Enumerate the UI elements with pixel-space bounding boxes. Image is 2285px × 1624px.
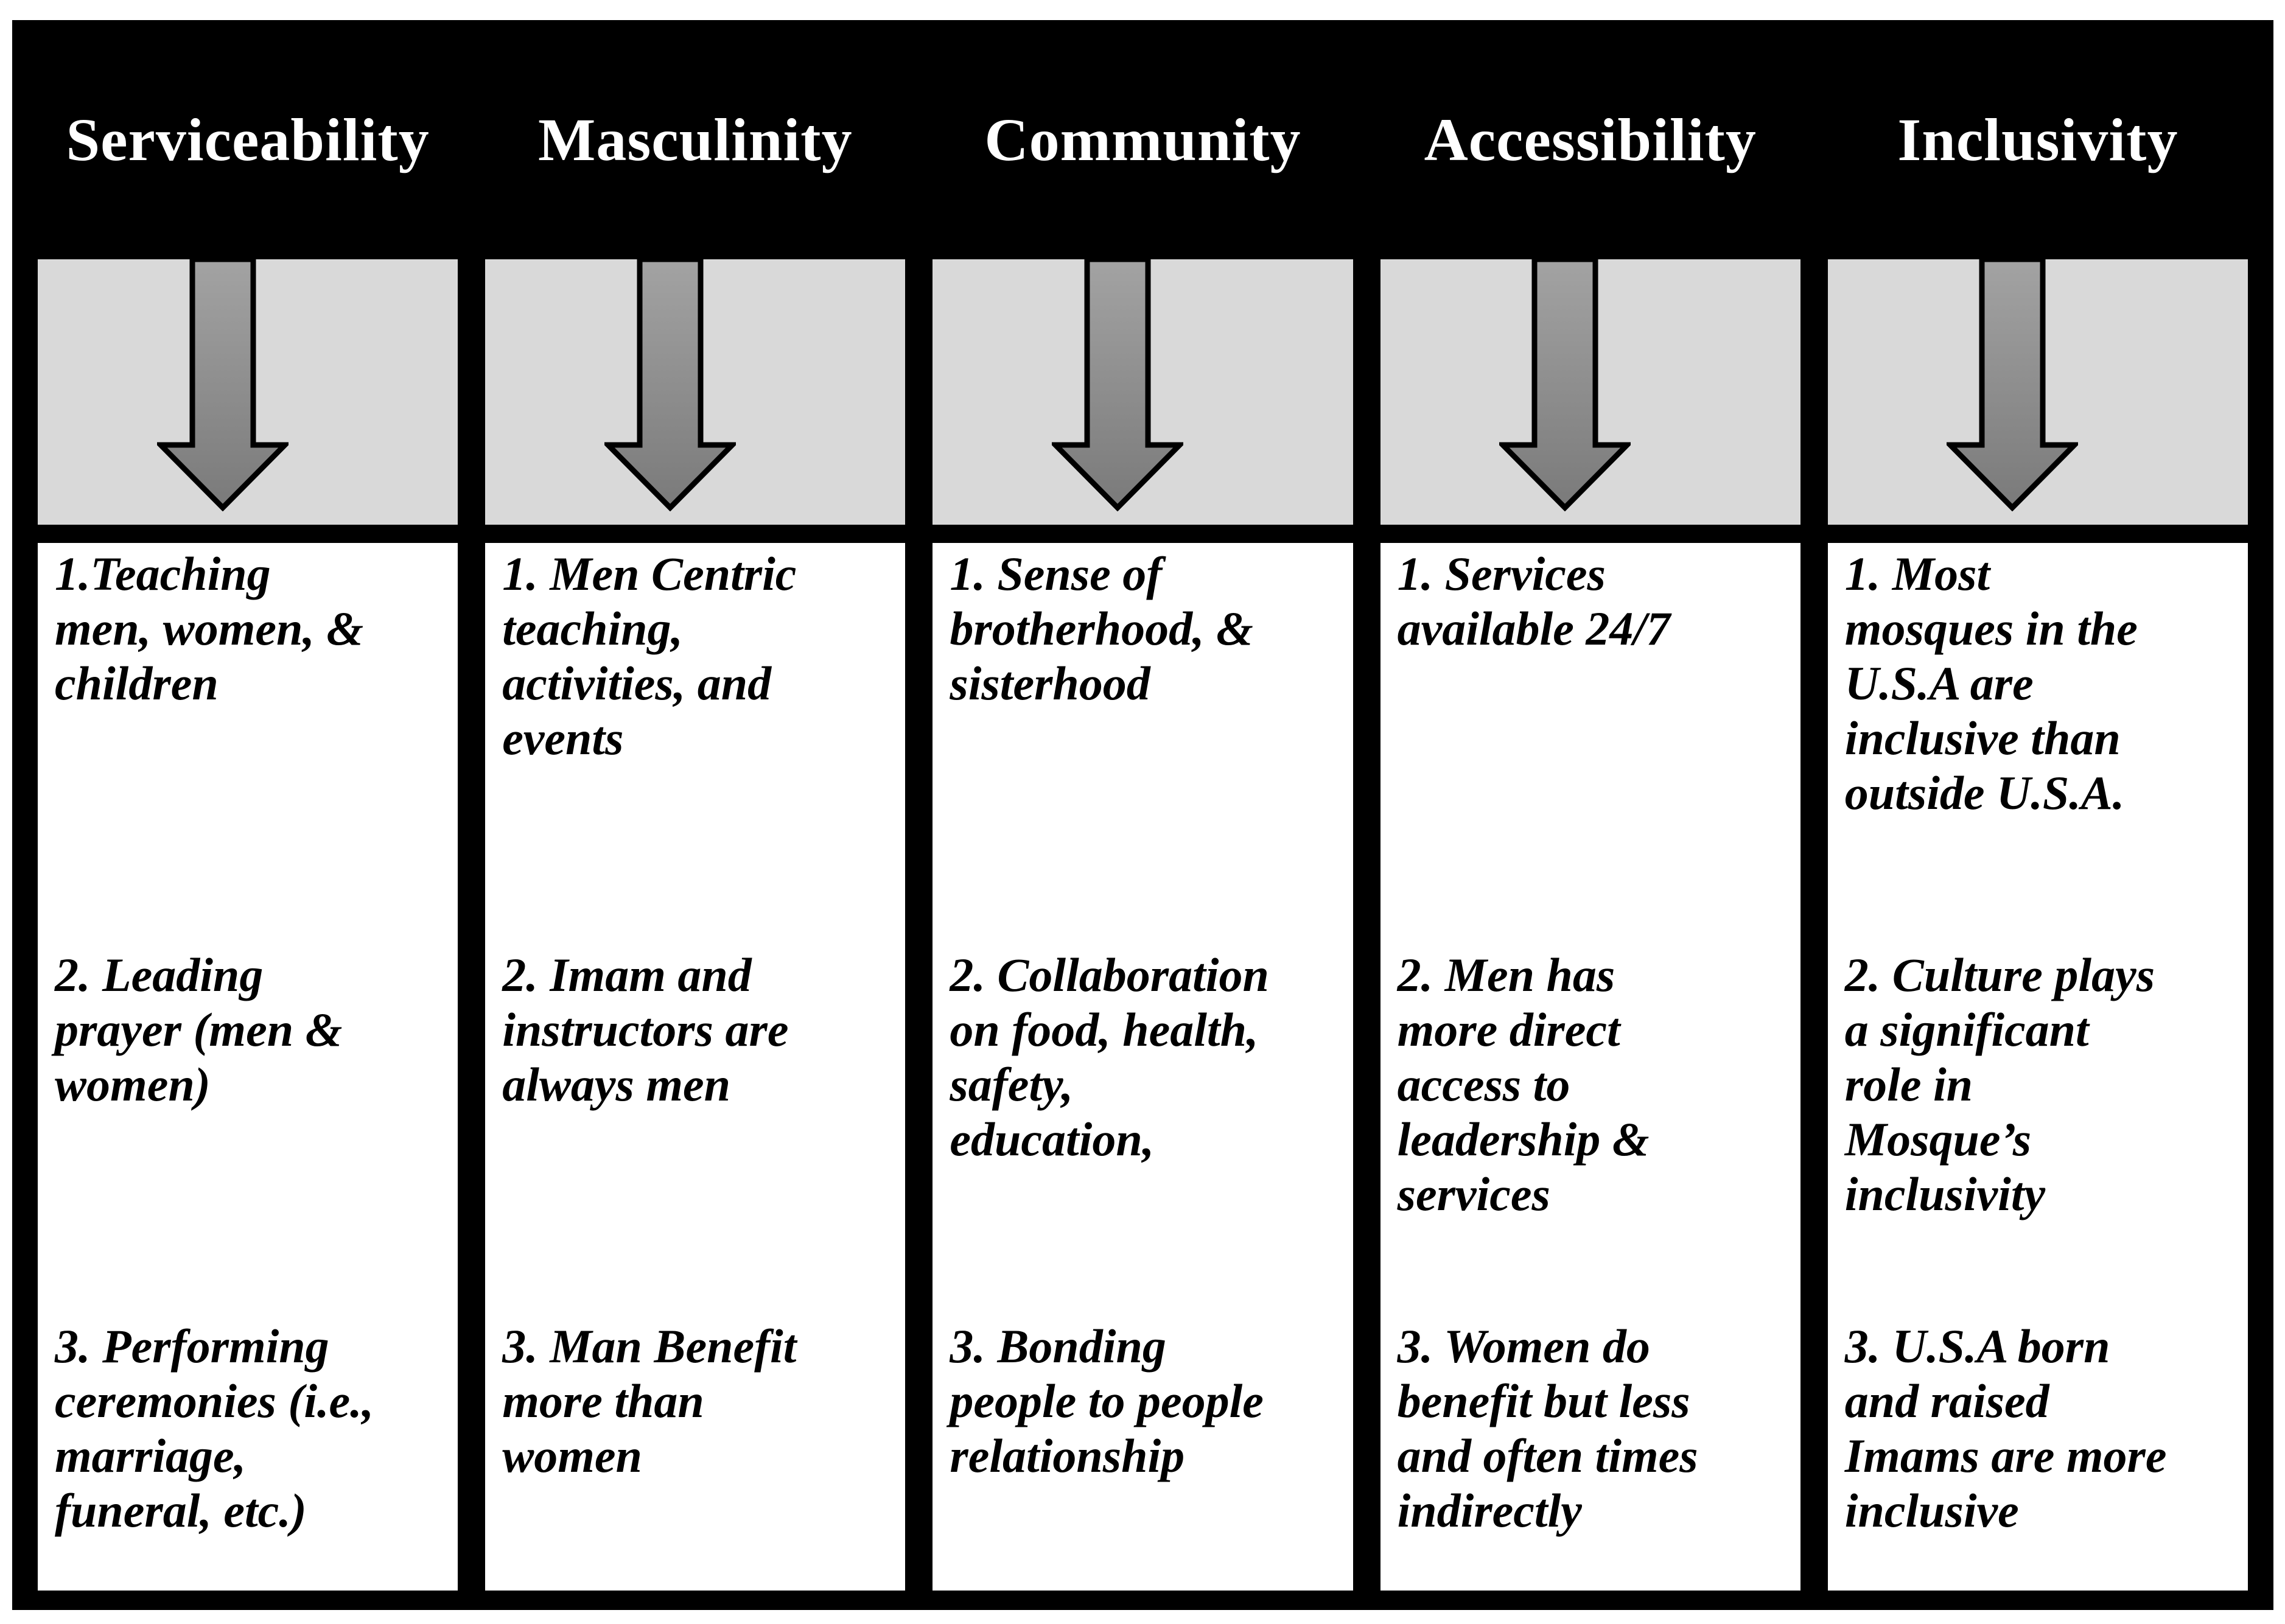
list-item: 2. Leading prayer (men & women) [55,948,343,1111]
column-masculinity: Masculinity 1. Men Centric teaching, act… [485,20,906,1591]
arrow-band [38,259,458,525]
list-item: 2. Imam and instructors are always men [502,948,789,1111]
column-header: Accessibility [1380,20,1800,259]
divider [1380,525,1800,543]
divider [38,525,458,543]
down-arrow-icon [1947,259,2079,511]
down-arrow-icon [1499,259,1631,511]
down-arrow-icon [156,259,289,511]
list-item: 1. Sense of brotherhood, & sisterhood [950,547,1253,710]
divider [1827,525,2248,543]
list-item: 1. Most mosques in the U.S.A are inclusi… [1844,547,2138,819]
column-serviceability: Serviceability 1.Teaching men, women, & … [38,20,458,1591]
list-item: 1.Teaching men, women, & children [55,547,364,710]
list-item: 2. Culture plays a significant role in M… [1844,948,2155,1220]
column-header: Inclusivity [1827,20,2248,259]
column-body: 1. Most mosques in the U.S.A are inclusi… [1827,543,2248,1591]
column-inclusivity: Inclusivity 1. Most mosques in the U.S.A… [1827,20,2248,1591]
divider [933,525,1353,543]
down-arrow-icon [1052,259,1184,511]
column-body: 1. Services available 24/7 2. Men has mo… [1380,543,1800,1591]
diagram-grid: Serviceability 1.Teaching men, women, & … [38,20,2248,1591]
column-header: Serviceability [38,20,458,259]
column-body: 1. Sense of brotherhood, & sisterhood 2.… [933,543,1353,1591]
column-header: Community [933,20,1353,259]
divider [485,525,906,543]
list-item: 1. Men Centric teaching, activities, and… [502,547,797,765]
list-item: 3. U.S.A born and raised Imams are more … [1844,1320,2167,1537]
diagram-frame: Serviceability 1.Teaching men, women, & … [12,20,2273,1610]
arrow-band [1827,259,2248,525]
down-arrow-icon [604,259,736,511]
list-item: 1. Services available 24/7 [1397,547,1671,655]
list-item: 2. Collaboration on food, health, safety… [950,948,1269,1166]
column-body: 1. Men Centric teaching, activities, and… [485,543,906,1591]
list-item: 3. Man Benefit more than women [502,1320,797,1482]
column-header: Masculinity [485,20,906,259]
list-item: 3. Bonding people to people relationship [950,1320,1264,1482]
list-item: 3. Women do benefit but less and often t… [1397,1320,1698,1537]
list-item: 2. Men has more direct access to leaders… [1397,948,1650,1220]
column-accessibility: Accessibility 1. Services available 24/7… [1380,20,1800,1591]
arrow-band [1380,259,1800,525]
column-community: Community 1. Sense of brotherhood, & sis… [933,20,1353,1591]
column-body: 1.Teaching men, women, & children 2. Lea… [38,543,458,1591]
list-item: 3. Performing ceremonies (i.e., marriage… [55,1320,374,1537]
arrow-band [933,259,1353,525]
arrow-band [485,259,906,525]
